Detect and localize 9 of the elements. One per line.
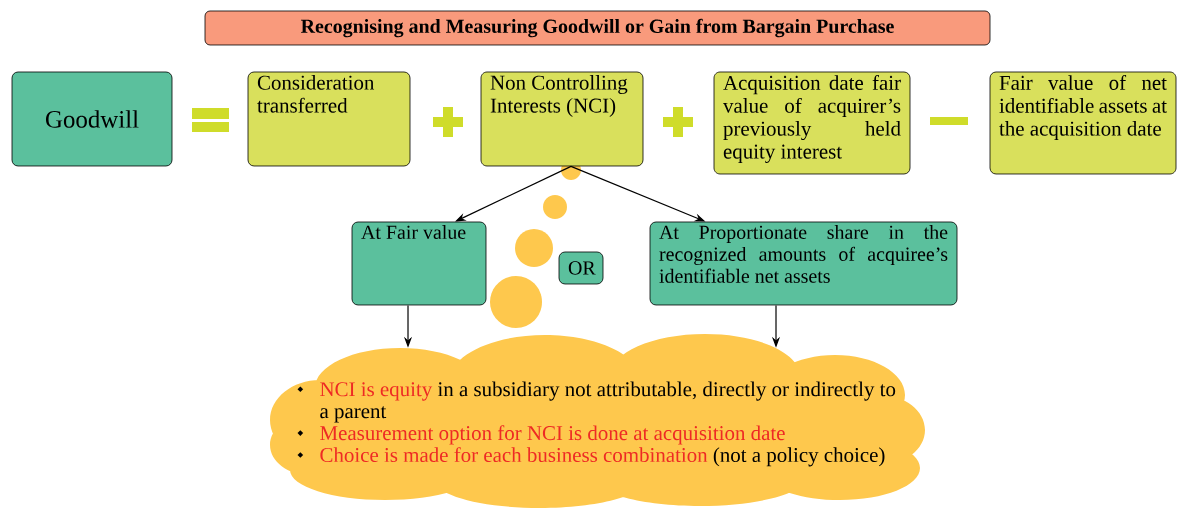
component-box: Fair value of net identifiable assets at the acquisition date	[989, 71, 1177, 175]
component-box: Non Controlling Interests (NCI)	[480, 71, 644, 167]
or-box: OR	[558, 251, 604, 285]
option-box: At Proportionate share in the recognized amounts of acquiree’s identifiable net assets	[649, 221, 958, 306]
component-box: Consideration transferred	[247, 71, 411, 167]
title-banner: Recognising and Measuring Goodwill or Gain from Bargain Purchase	[204, 10, 991, 46]
option-box: At Fair value	[351, 221, 487, 306]
component-box: Acquisition date fair value of acquirer’s previously held equity interest	[713, 71, 911, 175]
goodwill-box: Goodwill	[11, 71, 173, 167]
